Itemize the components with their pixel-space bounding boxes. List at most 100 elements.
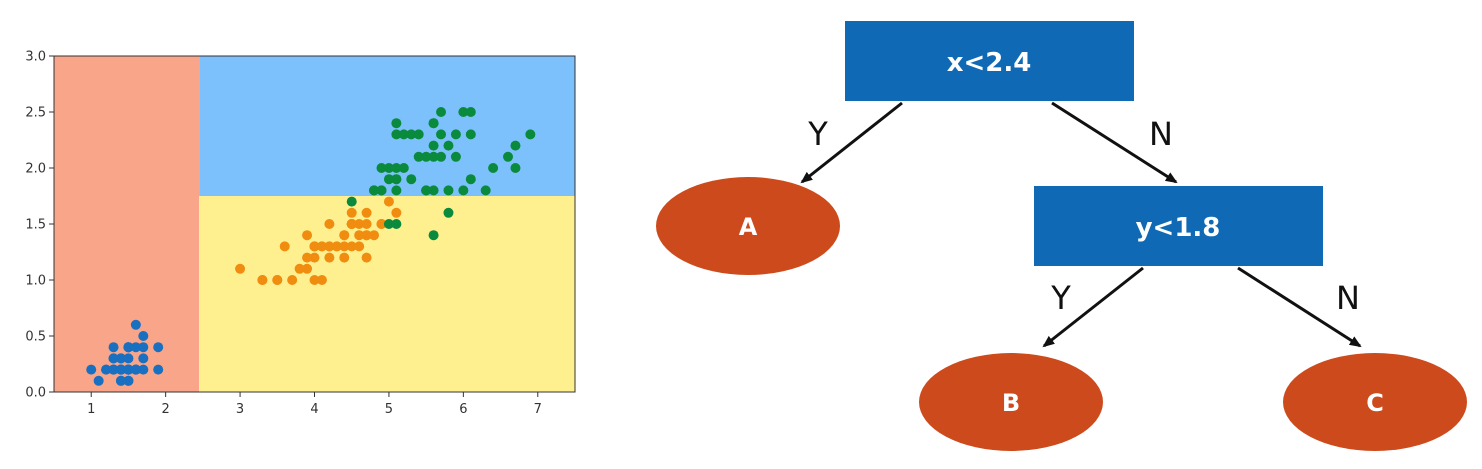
data-point bbox=[383, 174, 394, 185]
x-tick-label: 5 bbox=[385, 402, 393, 417]
data-point bbox=[413, 129, 424, 140]
region-c bbox=[199, 56, 575, 196]
data-point bbox=[123, 353, 134, 364]
data-point bbox=[525, 129, 536, 140]
data-point bbox=[391, 118, 402, 129]
data-point bbox=[369, 185, 380, 196]
data-point bbox=[383, 219, 394, 229]
data-point bbox=[406, 174, 417, 185]
y-tick-label: 2.0 bbox=[25, 162, 46, 177]
data-point bbox=[465, 129, 476, 140]
data-point bbox=[450, 151, 461, 162]
data-point bbox=[324, 252, 335, 263]
data-point bbox=[257, 275, 268, 285]
root-node-label: x<2.4 bbox=[947, 48, 1032, 78]
data-point bbox=[108, 364, 119, 375]
y-tick-label: 1.0 bbox=[25, 274, 46, 289]
data-point bbox=[398, 129, 409, 140]
data-point bbox=[510, 140, 521, 151]
leaf-node-c: C bbox=[1283, 353, 1467, 451]
data-point bbox=[354, 241, 365, 252]
data-point bbox=[115, 375, 126, 386]
leaf-c-label: C bbox=[1366, 389, 1384, 417]
data-point bbox=[503, 151, 514, 162]
data-point bbox=[235, 263, 246, 274]
edge-label-root-yes: Y bbox=[807, 115, 828, 153]
data-point bbox=[428, 118, 439, 129]
decision-tree: Y N Y N x<2.4 y<1.8 A B C bbox=[656, 21, 1467, 451]
data-point bbox=[391, 207, 402, 218]
data-point bbox=[309, 275, 320, 285]
data-point bbox=[309, 241, 320, 252]
x-tick-label: 1 bbox=[87, 402, 95, 417]
data-point bbox=[294, 263, 305, 274]
data-point bbox=[354, 230, 365, 241]
data-point bbox=[123, 375, 134, 386]
data-point bbox=[115, 364, 126, 375]
data-point bbox=[138, 353, 149, 364]
inner-node: y<1.8 bbox=[1034, 186, 1323, 266]
data-point bbox=[316, 275, 327, 285]
data-point bbox=[123, 342, 134, 353]
data-point bbox=[391, 129, 402, 140]
y-tick-label: 0.5 bbox=[25, 330, 46, 345]
data-point bbox=[421, 185, 432, 196]
data-point bbox=[339, 252, 350, 263]
data-point bbox=[302, 263, 313, 274]
edge-label-root-no: N bbox=[1149, 115, 1173, 153]
data-point bbox=[361, 207, 372, 218]
data-point bbox=[287, 275, 298, 285]
data-point bbox=[398, 163, 409, 173]
region-a bbox=[54, 56, 200, 392]
data-point bbox=[369, 230, 380, 241]
data-point bbox=[413, 151, 424, 162]
data-point bbox=[302, 252, 313, 263]
data-point bbox=[279, 241, 290, 252]
data-point bbox=[86, 364, 97, 375]
data-point bbox=[421, 151, 432, 162]
data-point bbox=[138, 331, 149, 341]
data-points bbox=[86, 107, 536, 386]
data-point bbox=[391, 163, 402, 173]
decision-regions bbox=[54, 56, 575, 392]
x-tick-label: 2 bbox=[162, 402, 170, 417]
data-point bbox=[153, 342, 164, 353]
y-tick-label: 2.5 bbox=[25, 106, 46, 121]
data-point bbox=[302, 230, 313, 241]
data-point bbox=[383, 163, 394, 173]
edge-root-yes bbox=[800, 101, 903, 184]
x-tick-label: 7 bbox=[534, 402, 542, 417]
data-point bbox=[138, 364, 149, 375]
data-point bbox=[376, 163, 387, 173]
data-point bbox=[316, 241, 327, 252]
data-point bbox=[123, 364, 134, 375]
data-point bbox=[331, 241, 342, 252]
data-point bbox=[361, 230, 372, 241]
data-point bbox=[101, 364, 112, 375]
data-point bbox=[272, 275, 283, 285]
data-point bbox=[391, 219, 402, 229]
leaf-node-b: B bbox=[919, 353, 1103, 451]
data-point bbox=[108, 353, 119, 364]
data-point bbox=[406, 129, 417, 140]
data-point bbox=[354, 219, 365, 229]
data-point bbox=[443, 207, 454, 218]
data-point bbox=[450, 129, 461, 140]
y-tick-label: 3.0 bbox=[25, 50, 46, 65]
data-point bbox=[480, 185, 491, 196]
data-point bbox=[361, 252, 372, 263]
data-point bbox=[465, 174, 476, 185]
data-point bbox=[465, 107, 476, 117]
data-point bbox=[130, 364, 141, 375]
data-point bbox=[115, 353, 126, 364]
leaf-b-label: B bbox=[1002, 389, 1020, 417]
data-point bbox=[346, 207, 357, 218]
edge-label-inner-yes: Y bbox=[1050, 279, 1071, 317]
data-point bbox=[339, 230, 350, 241]
data-point bbox=[458, 107, 469, 117]
data-point bbox=[510, 163, 521, 173]
root-node: x<2.4 bbox=[845, 21, 1134, 101]
leaf-a-label: A bbox=[739, 213, 758, 241]
x-tick-label: 3 bbox=[236, 402, 244, 417]
